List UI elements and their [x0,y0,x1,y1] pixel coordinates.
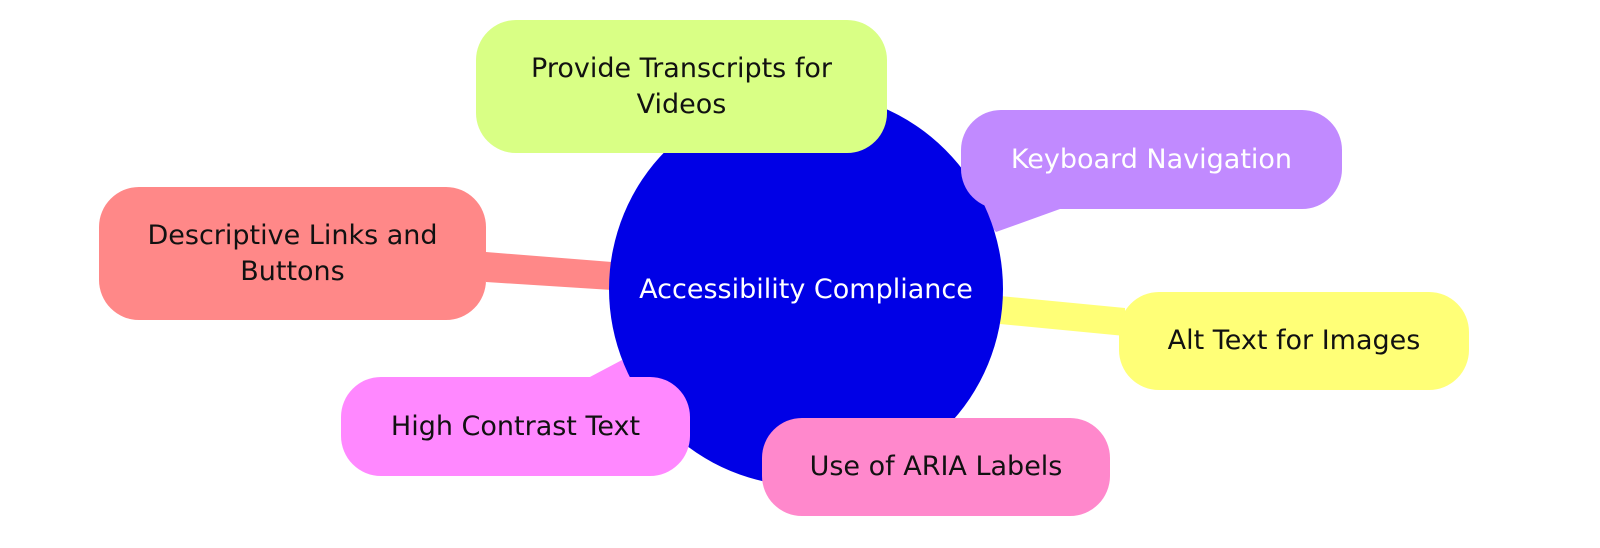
node-label: Descriptive Links and Buttons [147,219,438,287]
connector-contrast [588,360,632,378]
node-label: Alt Text for Images [1167,325,1421,356]
central-topic-label: Accessibility Compliance [639,273,973,305]
connector-alt [1000,296,1125,336]
node-label: Keyboard Navigation [1010,143,1293,175]
node-label: Use of ARIA Labels [809,451,1063,482]
node-alt-text: Alt Text for Images [1119,292,1469,390]
node-descriptive-links: Descriptive Links and Buttons [99,187,486,320]
node-keyboard-navigation: Keyboard Navigation [961,110,1342,209]
node-label: Provide Transcripts for Videos [531,52,832,120]
node-aria-labels: Use of ARIA Labels [762,418,1110,516]
node-label: High Contrast Text [390,410,641,442]
connector-links [486,252,612,290]
node-high-contrast: High Contrast Text [341,377,690,476]
node-transcripts: Provide Transcripts for Videos [476,20,887,153]
